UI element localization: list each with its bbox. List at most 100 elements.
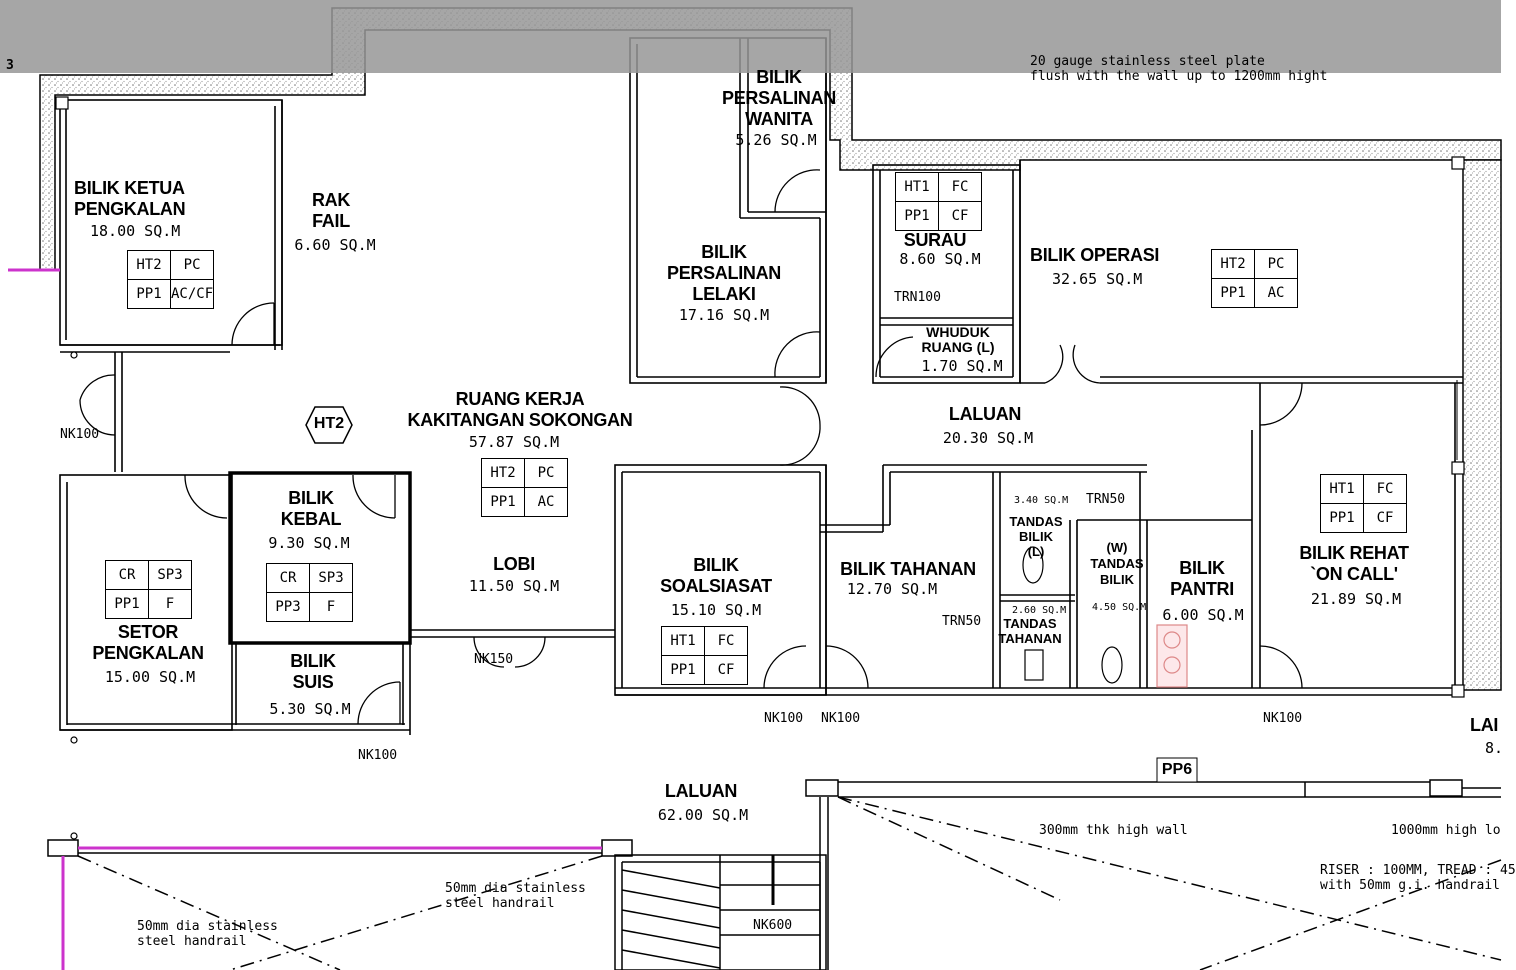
lower-structures [47,380,1502,970]
room-area-laluan-upper: 20.30 SQ.M [942,429,1034,447]
room-name-rehat: BILIK REHAT`ON CALL' [1299,543,1409,584]
ht2-hex-tag: HT2 [313,415,345,432]
room-area-whuduk: 1.70 SQ.M [921,357,1003,375]
room-name-surau: SURAU [903,230,967,250]
schedule-cell: F [148,589,192,619]
schedule-cell: FC [704,626,748,656]
schedule-cell: CF [1363,503,1407,533]
schedule-cell: PP1 [127,279,171,309]
trn-tag-trn100: TRN100 [894,290,941,305]
schedule-cell: PP3 [266,592,310,622]
pp6-tag: PP6 [1161,761,1193,778]
room-area-bilik-kebal: 9.30 SQ.M [268,534,350,552]
room-area-tandas-l: 3.40 SQ.M [1014,495,1069,506]
schedule-cell: HT1 [1320,474,1364,504]
room-area-ruang-kerja: 57.87 SQ.M [468,433,560,451]
room-area-rak-fail: 6.60 SQ.M [294,236,376,254]
schedule-cell: CR [266,563,310,593]
door-swings [79,169,1303,725]
room-area-tandas-tahanan: 2.60 SQ.M [1012,605,1067,616]
schedule-cell: CF [938,201,982,231]
room-name-laluan-upper: LALUAN [948,404,1022,424]
schedule-cell: CF [704,655,748,685]
room-area-bilik-ketua: 18.00 SQ.M [90,222,181,240]
interior-walls [59,37,1463,735]
door-tag-nk100-kebal: NK100 [358,748,398,763]
room-area-persalinan-wanita: 5.26 SQ.M [735,131,817,149]
side-mark: 3 [6,58,14,73]
schedule-cell: SP3 [148,560,192,590]
room-name-tahanan: BILIK TAHANAN [840,559,976,579]
schedule-cell: PP1 [105,589,149,619]
schedule-cell: HT2 [127,250,171,280]
schedule-cell: PP1 [481,487,525,517]
schedule-cell: PC [1254,249,1298,279]
schedule-cell: PP1 [1320,503,1364,533]
room-area-lobi: 11.50 SQ.M [468,577,560,595]
schedule-cell: PP1 [661,655,705,685]
schedule-cell: F [309,592,353,622]
room-area-surau: 8.60 SQ.M [899,250,981,268]
door-tag-nk600: NK600 [753,918,793,933]
schedule-cell: HT2 [481,458,525,488]
door-tag-nk100-c: NK100 [1263,711,1303,726]
schedule-cell: AC/CF [169,279,215,309]
room-area-tahanan: 12.70 SQ.M [846,580,938,598]
room-area-bilik-suis: 5.30 SQ.M [269,700,351,718]
schedule-cell: SP3 [309,563,353,593]
schedule-cell: PC [169,250,215,280]
room-area-soalsiasat: 15.10 SQ.M [670,601,762,619]
room-area-bilik-operasi: 32.65 SQ.M [1052,270,1143,288]
room-area-laluan-right: 8. [1485,739,1504,757]
room-area-pantri: 6.00 SQ.M [1162,606,1244,624]
room-area-setor: 15.00 SQ.M [104,668,196,686]
room-area-rehat: 21.89 SQ.M [1310,590,1402,608]
schedule-cell: HT1 [661,626,705,656]
top-overlay-bar [0,0,1501,73]
fixtures [55,96,1465,840]
room-area-persalinan-lelaki: 17.16 SQ.M [678,306,770,324]
door-tag-nk100-a: NK100 [764,711,804,726]
room-area-laluan-lower: 62.00 SQ.M [657,806,749,824]
schedule-cell: PC [524,458,568,488]
room-name-lobi: LOBI [493,554,535,574]
room-name-bilik-operasi: BILIK OPERASI [1030,245,1160,265]
room-name-laluan-lower: LALUAN [664,781,738,801]
schedule-cell: FC [1363,474,1407,504]
schedule-cell: HT1 [895,172,939,202]
schedule-cell: CR [105,560,149,590]
door-tag-nk150: NK150 [474,652,514,667]
room-area-tandas-w: 4.50 SQ.M [1092,602,1147,613]
note-high-wall-right: 1000mm high lo [1391,823,1501,838]
door-tag-nk100-b: NK100 [821,711,861,726]
schedule-cell: AC [524,487,568,517]
schedule-cell: PP1 [1211,278,1255,308]
room-name-laluan-right: LAI [1470,715,1499,735]
